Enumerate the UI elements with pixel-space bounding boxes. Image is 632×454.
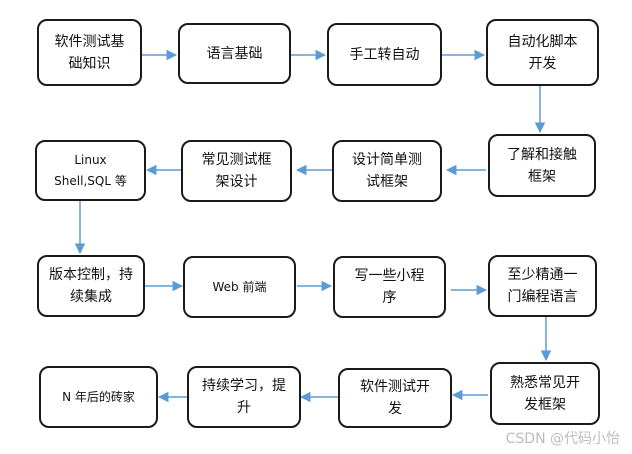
node-expert-after-n-years: N 年后的砖家 xyxy=(39,366,158,428)
node-language-basics: 语言基础 xyxy=(178,23,291,84)
node-learn-frameworks: 了解和接触 框架 xyxy=(488,134,596,197)
node-master-one-language: 至少精通一 门编程语言 xyxy=(488,255,597,317)
node-version-control-ci: 版本控制，持 续集成 xyxy=(37,255,145,317)
node-linux-shell-sql: Linux Shell,SQL 等 xyxy=(35,140,146,201)
node-design-simple-framework: 设计简单测 试框架 xyxy=(332,140,442,202)
watermark: CSDN @代码小怡 xyxy=(505,431,620,447)
node-common-framework-design: 常见测试框 架设计 xyxy=(181,140,292,202)
node-software-testing-basics: 软件测试基 础知识 xyxy=(37,19,142,86)
node-automation-script-dev: 自动化脚本 开发 xyxy=(486,19,599,86)
node-manual-to-automation: 手工转自动 xyxy=(327,23,442,86)
node-web-frontend: Web 前端 xyxy=(183,256,296,318)
node-software-test-development: 软件测试开 发 xyxy=(338,368,452,428)
node-continuous-learning: 持续学习，提 升 xyxy=(187,366,301,428)
node-write-small-programs: 写一些小程 序 xyxy=(333,256,446,318)
node-common-dev-frameworks: 熟悉常见开 发框架 xyxy=(490,362,600,425)
